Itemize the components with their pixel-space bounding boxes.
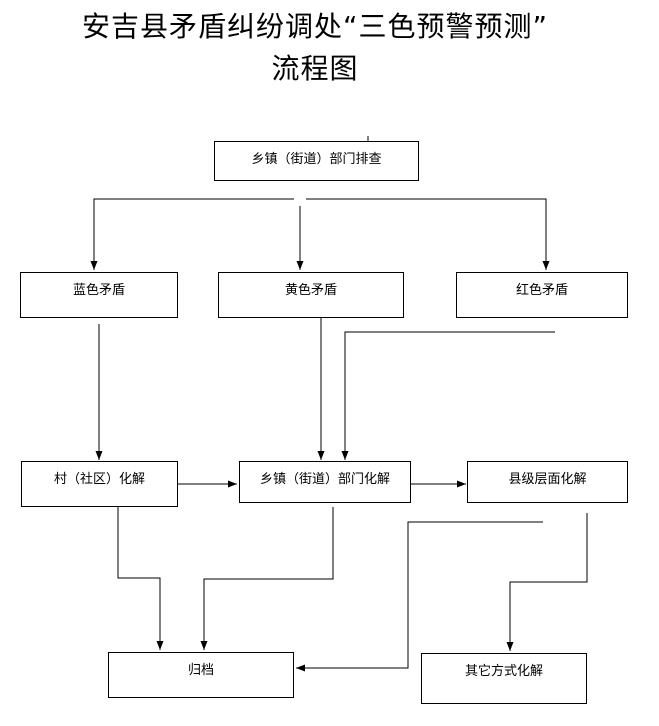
- node-archive-label: 归档: [187, 663, 214, 678]
- connector-red-to-township: [341, 331, 555, 460]
- node-blue-conflict-label: 蓝色矛盾: [72, 283, 125, 298]
- node-county-resolve-label: 县级层面化解: [508, 472, 587, 487]
- node-blue-conflict: 蓝色矛盾: [20, 272, 178, 318]
- node-village-resolve-label: 村（社区）化解: [53, 472, 145, 487]
- node-county-resolve: 县级层面化解: [467, 461, 628, 503]
- node-township-resolve: 乡镇（街道）部门化解: [239, 461, 411, 503]
- connector-village-to-archive: [117, 507, 164, 650]
- node-village-resolve: 村（社区）化解: [21, 461, 178, 507]
- diagram-title-line-1: 安吉县矛盾纠纷调处“三色预警预测”: [81, 10, 548, 43]
- connector-township-to-archive: [200, 507, 334, 650]
- connector-check-to-blue: [90, 198, 294, 270]
- node-yellow-conflict-label: 黄色矛盾: [284, 283, 337, 298]
- node-township-check-label: 乡镇（街道）部门排查: [251, 152, 382, 167]
- diagram-title-line-2: 流程图: [271, 52, 359, 85]
- node-township-resolve-label: 乡镇（街道）部门化解: [259, 472, 390, 487]
- node-archive: 归档: [108, 652, 294, 698]
- connector-county-to-archive: [296, 521, 543, 672]
- node-red-conflict-label: 红色矛盾: [515, 283, 568, 298]
- node-other-methods: 其它方式化解: [421, 653, 587, 704]
- connector-county-to-other: [506, 513, 588, 651]
- node-yellow-conflict: 黄色矛盾: [218, 272, 404, 318]
- node-red-conflict: 红色矛盾: [456, 272, 628, 318]
- node-other-methods-label: 其它方式化解: [464, 664, 543, 679]
- node-township-check: 乡镇（街道）部门排查: [214, 141, 419, 181]
- connector-check-to-red: [306, 198, 550, 270]
